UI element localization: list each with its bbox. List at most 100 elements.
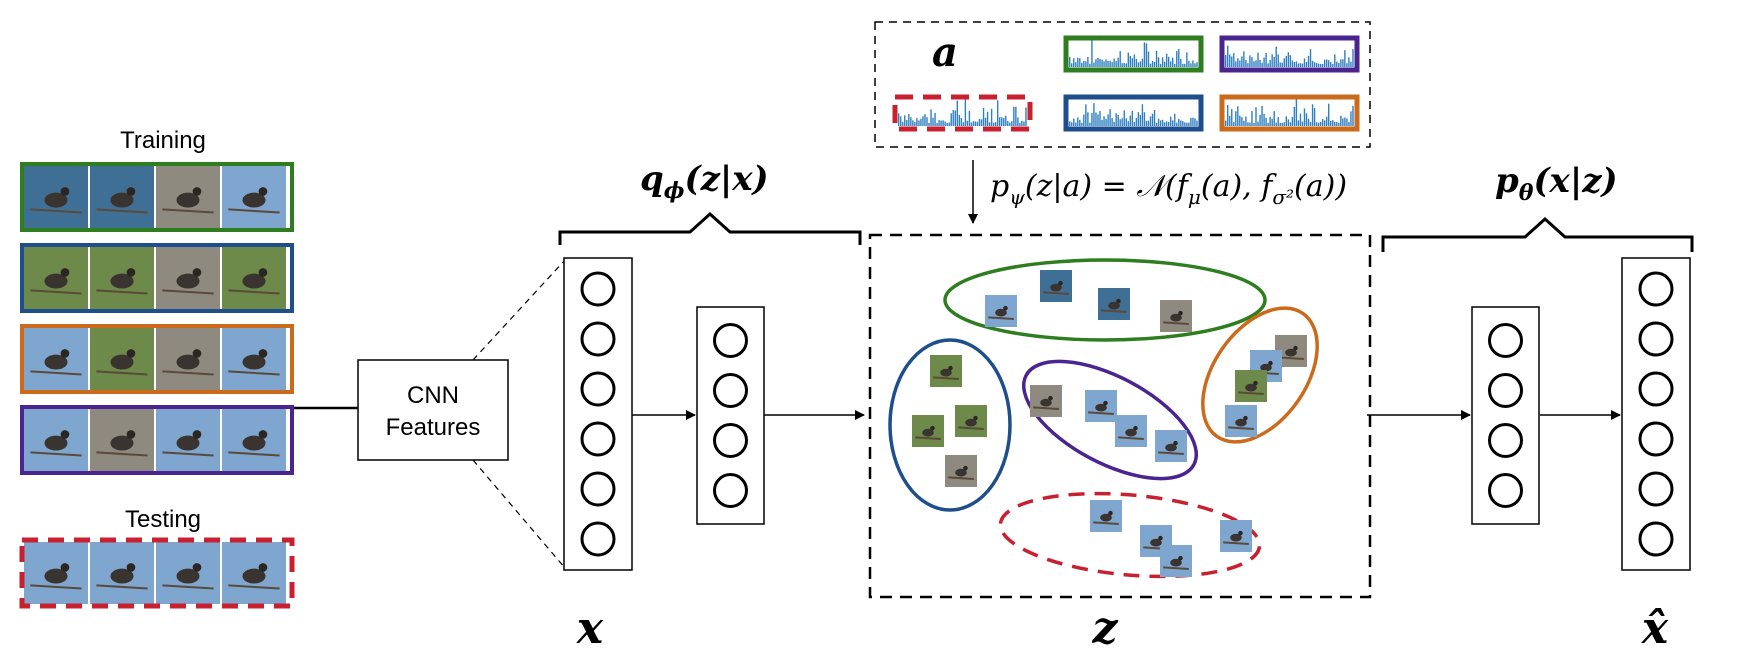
histogram-bar (1149, 116, 1152, 126)
bird-body (1245, 383, 1257, 392)
testing-photo (24, 542, 88, 604)
histogram-bar (1157, 118, 1160, 126)
histogram-bar (1089, 122, 1091, 126)
training-photo (156, 166, 220, 228)
bird-body (176, 192, 200, 208)
decoder-brace (1381, 216, 1694, 252)
histogram-bar (1291, 116, 1294, 126)
histogram-bar (1113, 58, 1115, 67)
histogram-bar (1143, 42, 1146, 67)
bird-body (110, 568, 134, 584)
bird-head (126, 187, 136, 196)
histogram-bar (1172, 120, 1174, 126)
latent-cluster-red (998, 491, 1262, 579)
histogram-bar (1186, 122, 1188, 126)
bird-head (258, 349, 268, 358)
neuron (580, 521, 616, 557)
histogram-bar (1249, 122, 1251, 126)
latent-thumbnail (1098, 288, 1130, 320)
training-photo (24, 166, 88, 228)
latent-cluster-orange (1201, 306, 1319, 444)
bird-body (110, 192, 134, 208)
bird-body (110, 435, 134, 451)
histogram-bar (1176, 122, 1178, 126)
cluster-ellipse-blue (888, 338, 1012, 512)
histogram-bar (1123, 110, 1125, 126)
histogram-bar (1005, 115, 1007, 126)
histogram-bar (1289, 55, 1292, 67)
bird-perch (30, 370, 82, 376)
histogram-bar (1253, 61, 1255, 67)
training-image-strips (20, 162, 294, 475)
histogram-bar (1121, 118, 1123, 126)
histogram-bar (1163, 122, 1166, 126)
histogram-bar (1279, 122, 1281, 126)
histogram-bar (1180, 59, 1182, 67)
histogram-bar (962, 122, 965, 126)
histogram-bar (1135, 118, 1138, 126)
histogram-bar (1235, 61, 1237, 67)
bird-body (940, 368, 952, 377)
histogram-bar (1255, 107, 1257, 126)
histogram-bar (906, 120, 908, 126)
bird-head (126, 349, 136, 358)
histogram-bar (1263, 113, 1265, 126)
histogram-bar (984, 117, 987, 126)
histogram-bar (1178, 119, 1180, 126)
histogram-bar (1297, 63, 1300, 67)
latent-thumbnail (1160, 300, 1192, 332)
histogram-bar (1099, 59, 1101, 67)
bird-head (60, 563, 70, 572)
bird-body (922, 428, 934, 437)
histogram-bar (1271, 54, 1273, 67)
bird-perch (948, 476, 974, 480)
attribute-histogram-purple (1219, 35, 1360, 73)
bird-perch (162, 451, 214, 457)
histogram-bar (1093, 103, 1095, 126)
training-photo (156, 328, 220, 390)
histogram-bar (1289, 122, 1292, 126)
histogram-bar (1170, 61, 1172, 67)
bird-head (1268, 360, 1273, 366)
cluster-ellipse-green (943, 258, 1267, 342)
histogram-bar (1182, 63, 1184, 67)
histogram-bar (1257, 52, 1259, 67)
histogram-bar (1137, 112, 1140, 126)
histogram-bar (994, 122, 997, 126)
bird-body (1230, 533, 1242, 542)
histogram-bar (1350, 111, 1352, 126)
histogram-bar (1021, 120, 1023, 126)
histogram-bar (990, 108, 993, 126)
histogram-bar (956, 100, 958, 126)
histogram-bar (1182, 121, 1184, 126)
histogram-bar (1091, 40, 1093, 67)
histogram-bar (1125, 63, 1127, 67)
histogram-bar (1315, 122, 1318, 126)
histogram-bar (1141, 58, 1144, 67)
prior-formula: pψ(z|a) = 𝒩(fμ(a), fσ²(a)) (990, 169, 1347, 209)
histogram-bar (1281, 62, 1283, 67)
histogram-bar (1079, 58, 1081, 67)
histogram-bar (1174, 113, 1176, 126)
histogram-bar (986, 111, 989, 126)
histogram-bar (938, 120, 940, 126)
histogram-bar (1352, 49, 1354, 67)
bird-head (1178, 555, 1183, 561)
bird-perch (96, 584, 148, 590)
histogram-bar (1069, 121, 1071, 126)
bird-perch (1093, 521, 1119, 525)
latent-thumbnail (1030, 385, 1062, 417)
histogram-bar (1313, 108, 1316, 126)
bird-head (1108, 510, 1113, 516)
histogram-bar (942, 120, 944, 126)
training-photo (24, 409, 88, 471)
neuron (580, 271, 616, 307)
latent-thumbnail (1235, 370, 1267, 402)
bird-perch (1158, 451, 1184, 455)
histogram-bar (1109, 109, 1111, 126)
histogram-bar (1297, 120, 1300, 126)
encoder-input-layer (563, 257, 633, 571)
histogram-bar (1251, 111, 1253, 126)
bird-head (1253, 380, 1258, 386)
histogram-bar (912, 120, 914, 126)
